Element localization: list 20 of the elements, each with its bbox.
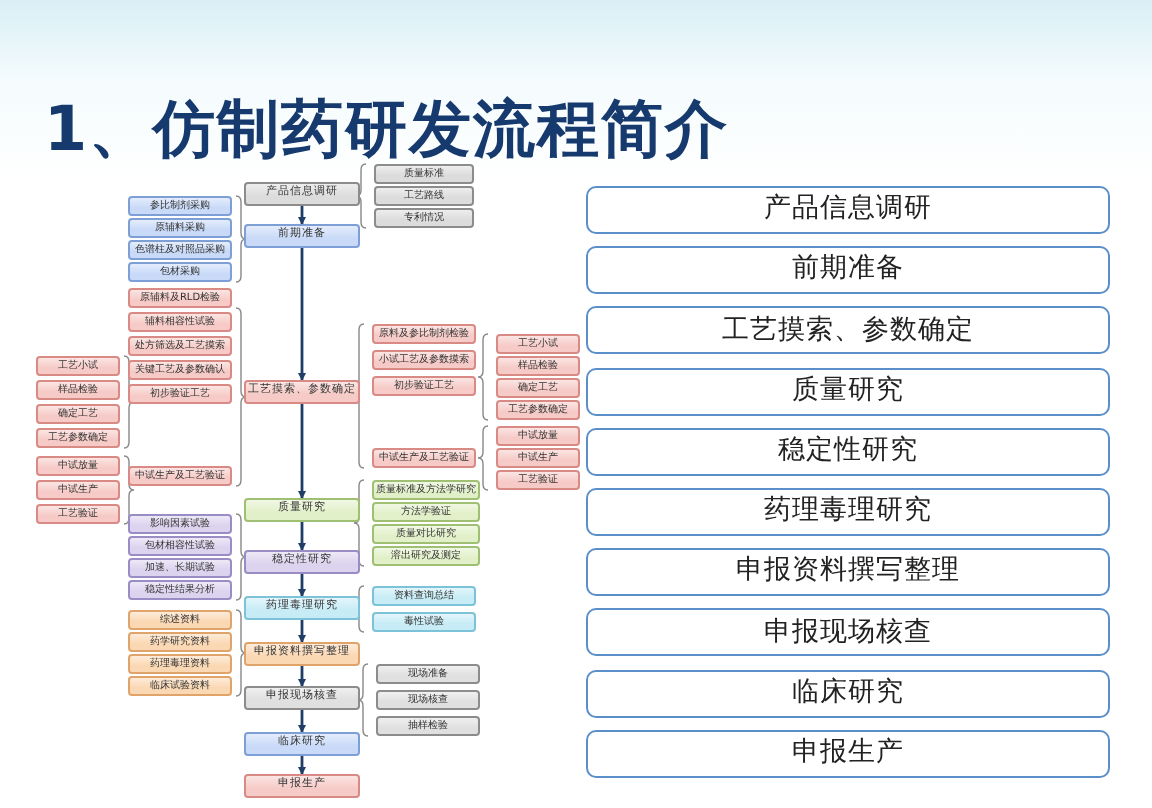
- list-item-box: 工艺摸索、参数确定: [586, 306, 1110, 355]
- list-item-box: 前期准备: [586, 246, 1110, 295]
- arrow: [298, 756, 306, 775]
- arrow: [298, 206, 306, 225]
- arrow: [298, 666, 306, 687]
- arrow: [298, 710, 306, 733]
- list-item-box: 申报生产: [586, 729, 1110, 778]
- arrow: [298, 620, 306, 643]
- list-item-box: 药理毒理研究: [586, 488, 1110, 536]
- list-item-box: 产品信息调研: [586, 186, 1110, 234]
- arrow: [298, 574, 306, 597]
- arrow: [298, 248, 306, 381]
- list-item-box: 稳定性研究: [586, 427, 1110, 476]
- list-item-box: 申报资料撰写整理: [586, 548, 1110, 597]
- arrow: [298, 522, 306, 551]
- slide-title: 1、仿制药研发流程简介: [44, 92, 730, 168]
- arrow: [298, 404, 306, 499]
- list-item-box: 申报现场核查: [586, 608, 1110, 657]
- list-item-box: 质量研究: [586, 367, 1110, 416]
- list-item-box: 临床研究: [586, 669, 1110, 718]
